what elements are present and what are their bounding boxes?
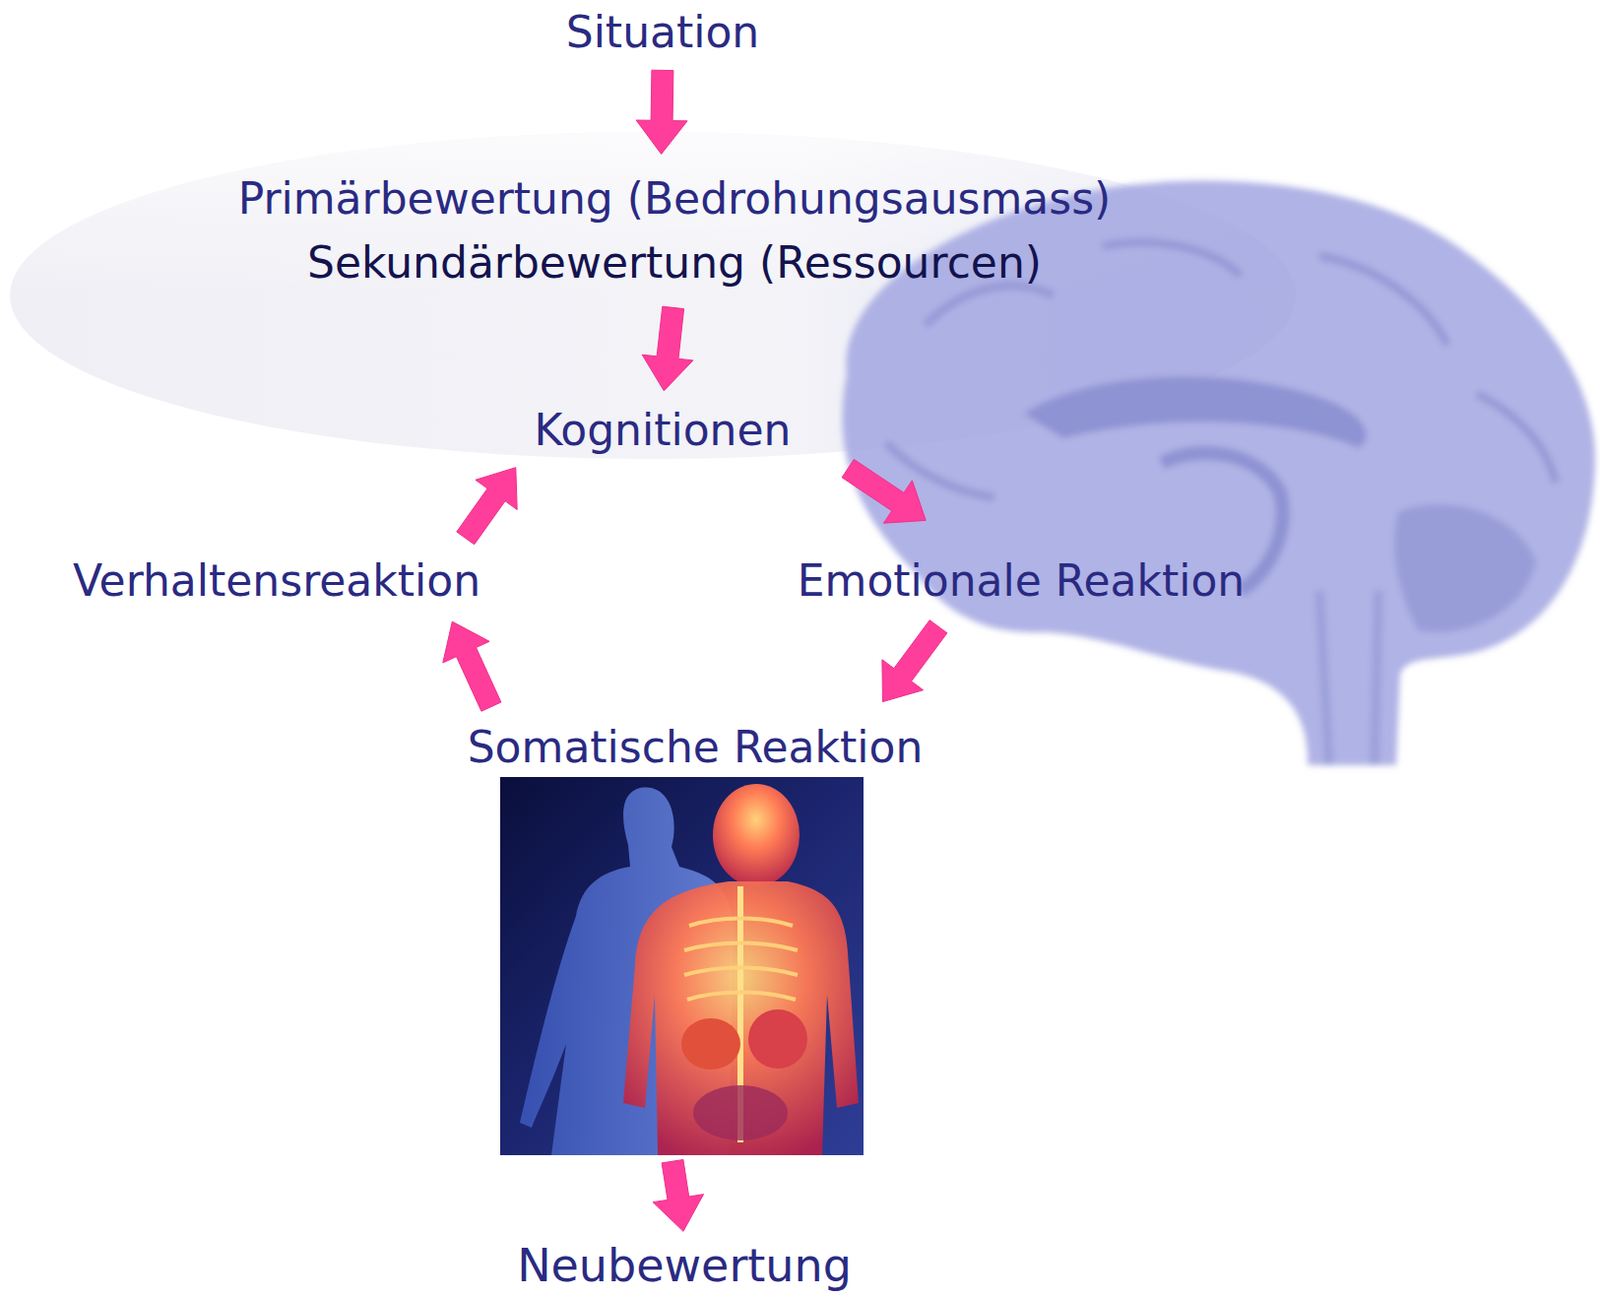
text-node: Neubewertung [509, 1237, 860, 1294]
body-image [500, 776, 864, 1155]
block-arrow [456, 467, 517, 545]
node-label: Neubewertung [516, 1239, 852, 1292]
node-label: Primärbewertung (Bedrohungsausmass) [238, 166, 1112, 231]
text-node: Somatische Reaktion [459, 719, 932, 1156]
block-arrow [841, 459, 926, 524]
node-label: Kognitionen [534, 404, 792, 457]
text-node: Kognitionen [526, 402, 800, 459]
node-label: Emotionale Reaktion [797, 555, 1246, 608]
block-arrow [641, 306, 694, 391]
node-label: Verhaltensreaktion [72, 555, 482, 608]
node-label: Somatische Reaktion [467, 721, 924, 774]
block-arrow [652, 1159, 704, 1232]
node-label: Sekundärbewertung (Ressourcen) [238, 230, 1112, 295]
text-node: Situation [558, 4, 768, 62]
block-arrow [882, 620, 948, 703]
node-label: Situation [566, 6, 761, 60]
text-node: Emotionale Reaktion [789, 553, 1254, 610]
text-node: Primärbewertung (Bedrohungsausmass)Sekun… [230, 164, 1120, 297]
block-arrow [443, 621, 502, 711]
text-node: Verhaltensreaktion [64, 553, 490, 610]
block-arrow [636, 69, 688, 154]
